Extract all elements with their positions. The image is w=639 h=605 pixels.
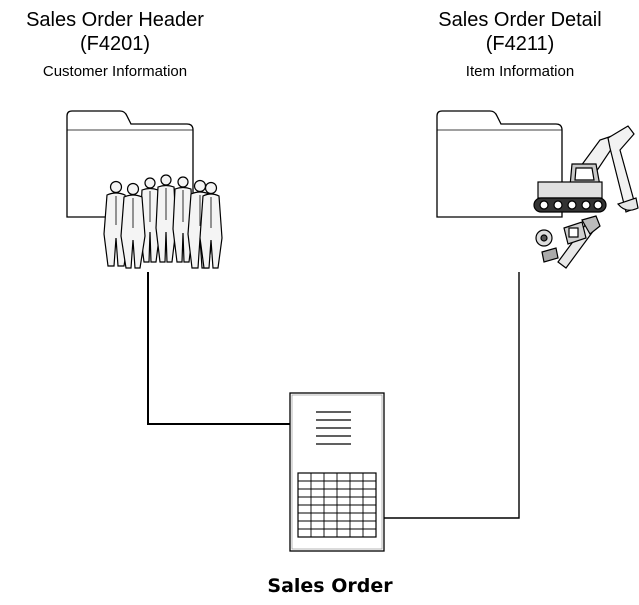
detail-table-code: (F4211) (485, 33, 555, 55)
detail-connector (371, 272, 520, 522)
excavator-icon (533, 125, 639, 213)
header-table-code: (F4201) (79, 33, 151, 55)
business-people-icon (103, 174, 223, 269)
header-connector (147, 272, 301, 428)
detail-table-caption: Item Information (465, 63, 575, 80)
folder-icon (436, 110, 563, 218)
sales-order-title: Sales Order (267, 575, 393, 597)
detail-table-title: Sales Order Detail (438, 9, 602, 31)
header-table-title: Sales Order Header (26, 9, 204, 31)
parts-icon (535, 215, 601, 269)
header-table-caption: Customer Information (42, 63, 188, 80)
document-icon (289, 392, 385, 552)
